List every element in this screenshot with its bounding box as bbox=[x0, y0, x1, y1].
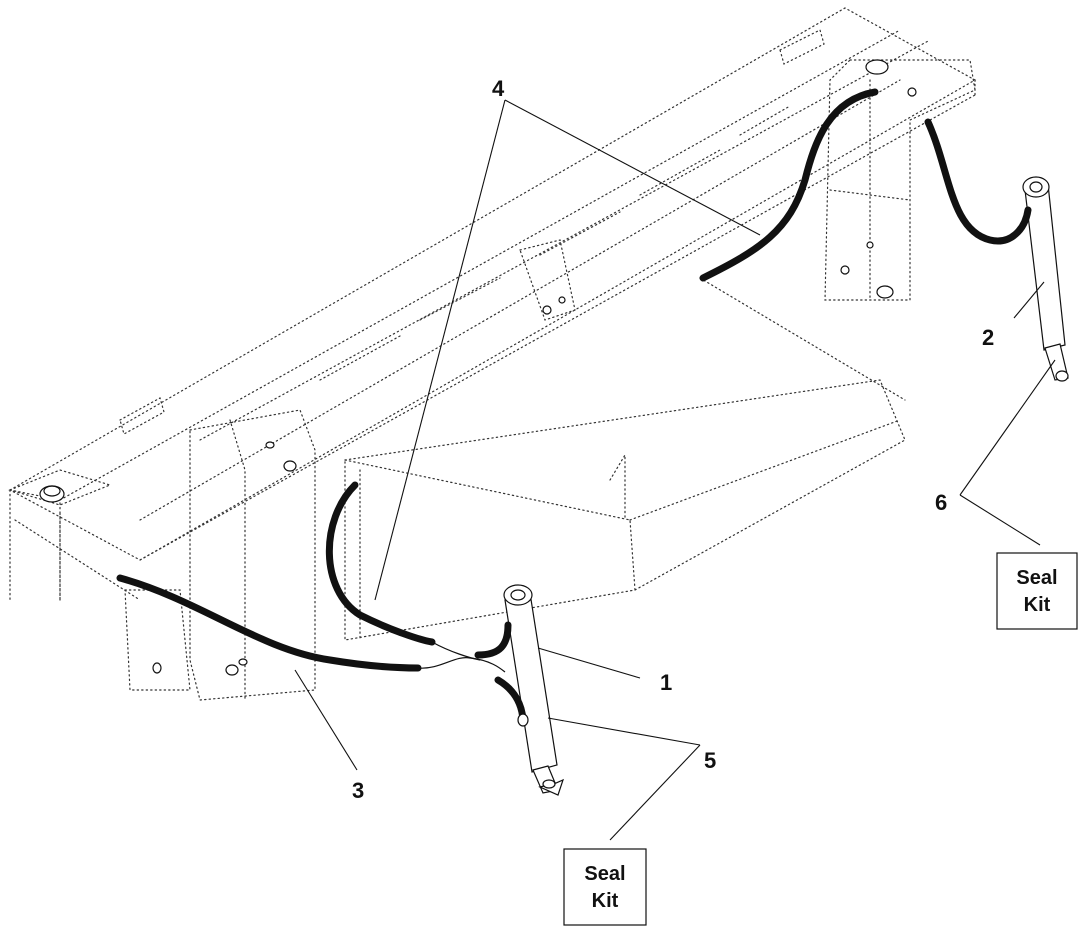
callout-6: 6 bbox=[935, 490, 947, 515]
end-cap bbox=[39, 485, 65, 503]
callout-1: 1 bbox=[660, 670, 672, 695]
bolt bbox=[866, 241, 874, 249]
seal-kit-box-right: Seal Kit bbox=[996, 552, 1078, 630]
hose-3 bbox=[116, 574, 422, 672]
bolt bbox=[840, 265, 850, 275]
callout-3: 3 bbox=[352, 778, 364, 803]
fitting bbox=[517, 713, 529, 727]
cylinder-eye bbox=[503, 584, 533, 606]
hose-cylinder1-top bbox=[474, 621, 512, 659]
bolt bbox=[152, 662, 162, 674]
frame-slot bbox=[779, 29, 825, 65]
hoses bbox=[116, 88, 1032, 727]
bolt bbox=[876, 285, 894, 299]
seal-kit-label-line1: Seal bbox=[1016, 567, 1057, 589]
rod-eye bbox=[1055, 370, 1069, 382]
callout-numbers: 1 2 3 4 5 6 bbox=[352, 76, 994, 803]
left-end-box bbox=[8, 469, 112, 506]
callout-2: 2 bbox=[982, 325, 994, 350]
frame-slot bbox=[119, 397, 165, 435]
seal-kit-label-line2: Kit bbox=[592, 890, 619, 912]
bolt bbox=[542, 305, 552, 315]
bolt bbox=[225, 664, 239, 676]
rod-eye bbox=[542, 779, 556, 789]
cylinder-eye bbox=[1022, 176, 1050, 198]
hose-cylinder2 bbox=[924, 118, 1032, 245]
hose-4-right bbox=[699, 88, 879, 282]
callout-5: 5 bbox=[704, 748, 716, 773]
frame-beam bbox=[8, 7, 977, 601]
bolt bbox=[558, 296, 566, 304]
left-mount-brackets bbox=[124, 409, 316, 701]
seal-kit-box-left: Seal Kit bbox=[563, 848, 647, 926]
end-cap bbox=[865, 59, 889, 75]
right-mount-bracket bbox=[824, 59, 976, 301]
callout-4: 4 bbox=[492, 76, 505, 101]
center-bracket bbox=[519, 239, 576, 321]
leader-lines bbox=[294, 99, 1056, 841]
hydraulic-cylinder-2 bbox=[1022, 176, 1069, 382]
bolt bbox=[265, 441, 275, 449]
bolt bbox=[907, 87, 917, 97]
bolt bbox=[283, 460, 297, 472]
bolt bbox=[238, 658, 248, 666]
deck-housing bbox=[344, 277, 906, 641]
seal-kit-label-line1: Seal bbox=[584, 863, 625, 885]
seal-kit-label-line2: Kit bbox=[1024, 594, 1051, 616]
hose-4-left bbox=[325, 481, 436, 646]
